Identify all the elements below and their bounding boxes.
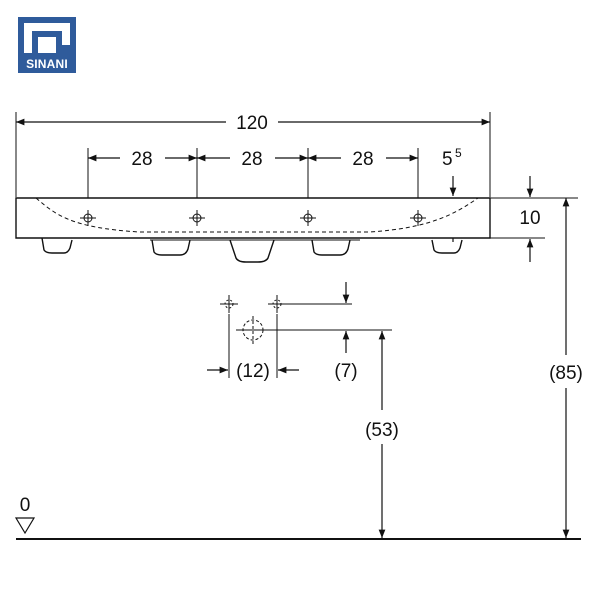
tap-height-dimension: (7)	[334, 282, 358, 382]
outlet-height-label: (53)	[365, 420, 399, 441]
total-height-label: (85)	[549, 363, 583, 384]
tap-hole-3	[300, 210, 316, 226]
tap-hole-1	[80, 210, 96, 226]
hole-spacing-label-3: 28	[352, 149, 373, 170]
supply-hole-left	[220, 295, 238, 313]
floor-level-symbol	[14, 517, 36, 535]
overall-width-label: 120	[236, 113, 268, 134]
rim-thickness-label: 10	[519, 208, 540, 229]
tap-spacing-dimension: (12)	[207, 361, 299, 382]
overall-width-dimension: 120	[15, 113, 490, 134]
logo-mark	[24, 23, 70, 53]
waste-outlet	[241, 316, 265, 344]
logo-text: SINANI	[26, 57, 68, 71]
supply-hole-right	[268, 295, 286, 313]
edge-offset-superscript: 5	[455, 146, 462, 160]
tap-hole-4	[410, 210, 426, 226]
edge-offset-label: 5	[442, 149, 453, 170]
hole-spacing-dimension-2: 28	[197, 149, 308, 170]
washbasin-body	[15, 197, 491, 263]
floor-reference: 0	[14, 495, 581, 540]
floor-level-label: 0	[20, 495, 31, 516]
hole-spacing-label-2: 28	[241, 149, 262, 170]
supply-connection-markers	[220, 295, 286, 344]
tap-hole-markers	[80, 210, 426, 226]
outlet-height-dimension: (53)	[365, 331, 399, 538]
tap-hole-2	[189, 210, 205, 226]
tap-spacing-label: (12)	[236, 361, 270, 382]
rim-thickness-dimension: 10	[519, 176, 541, 262]
hole-spacing-dimension-3: 28	[308, 149, 418, 170]
total-height-dimension: (85)	[549, 198, 583, 538]
extension-lines	[15, 112, 578, 378]
hole-spacing-label-1: 28	[131, 149, 152, 170]
hole-spacing-dimension-1: 28	[88, 149, 197, 170]
tap-height-label: (7)	[334, 361, 357, 382]
sinani-logo: SINANI	[18, 17, 76, 73]
